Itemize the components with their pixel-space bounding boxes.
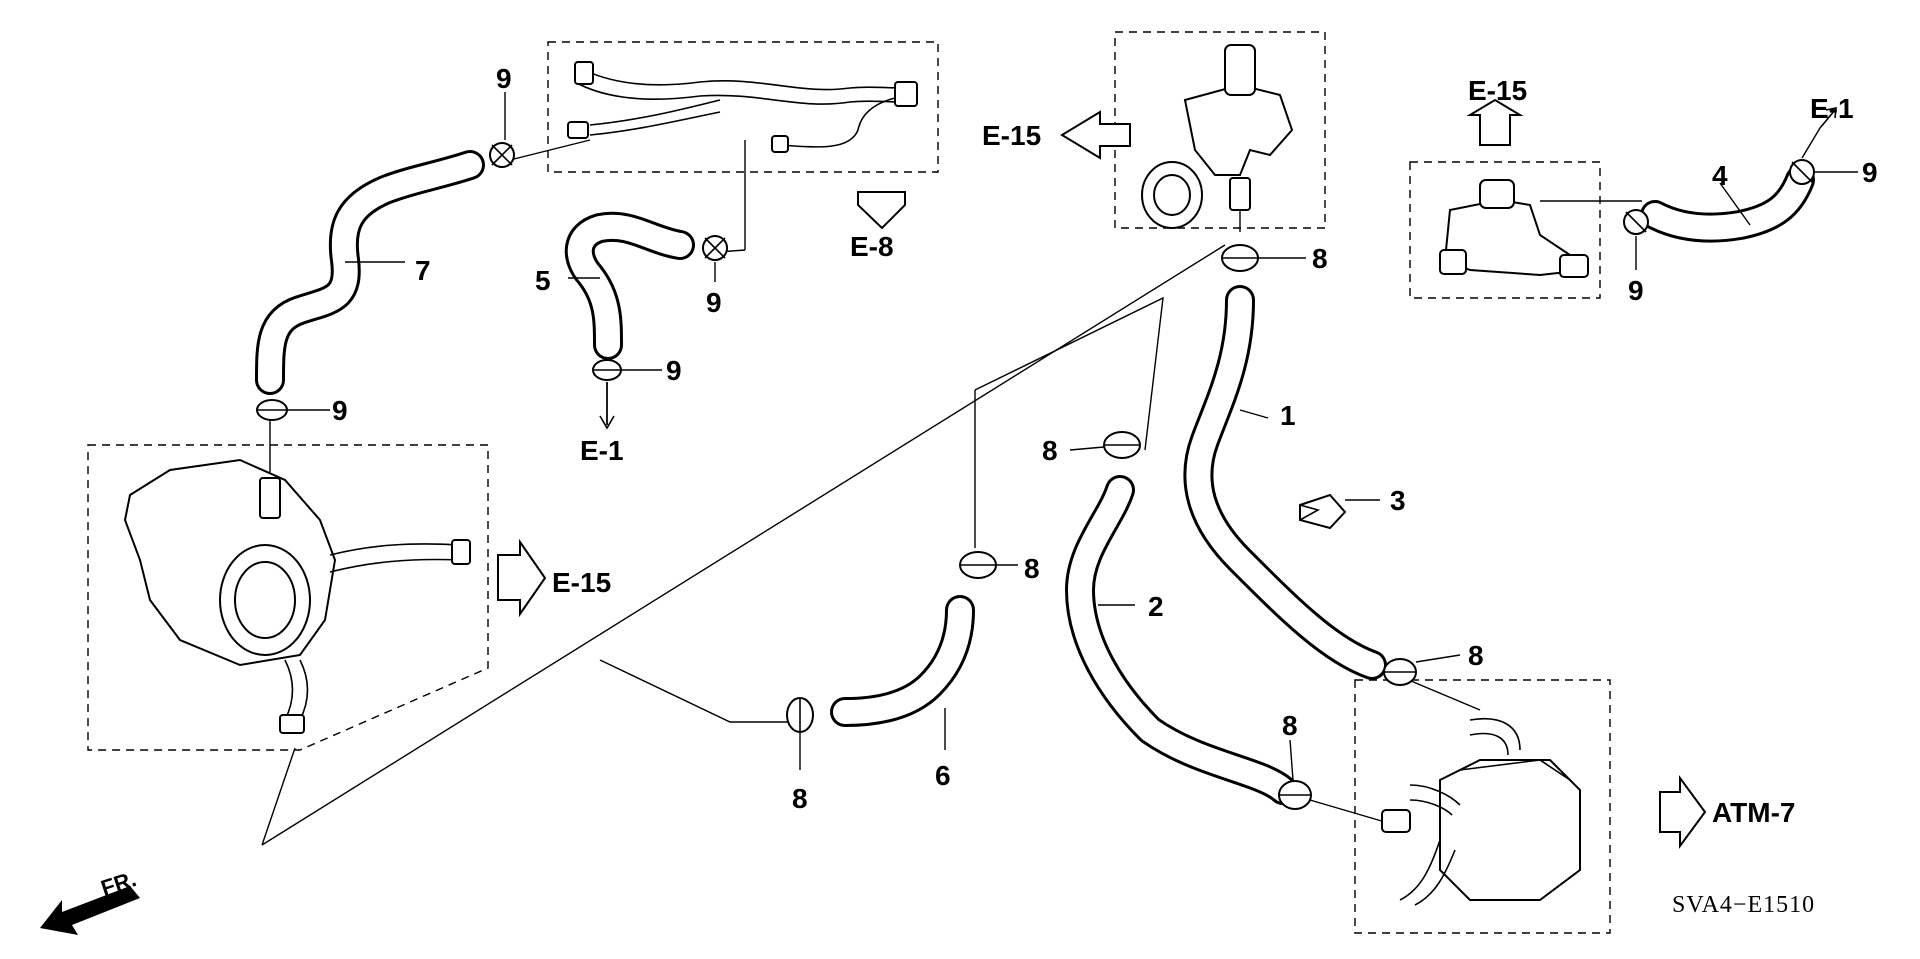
arrow-e15-left	[497, 538, 547, 618]
callout-7: 7	[415, 255, 431, 286]
ref-e15-right: E-15	[1468, 75, 1527, 106]
ref-e15-left: E-15	[552, 567, 611, 598]
hose-6	[830, 595, 975, 727]
ref-e8: E-8	[850, 231, 894, 262]
pipe-assembly-box	[547, 41, 939, 173]
hose-2	[1065, 475, 1298, 805]
ref-e15-top: E-15	[982, 120, 1041, 151]
clip-9-f	[1789, 159, 1815, 185]
arrow-front	[40, 886, 140, 935]
arrow-e15-top	[1060, 110, 1131, 160]
callout-9-b: 9	[706, 287, 722, 318]
clip-8-d	[786, 697, 814, 733]
callout-1: 1	[1280, 400, 1296, 431]
water-outlet-box	[1114, 31, 1326, 229]
clip-9-c	[592, 359, 622, 381]
callout-numbers: 1 2 3 4 5 6 7 8 8 8 8 8 8 9 9 9 9 9 9	[332, 63, 1878, 814]
arrow-e1-right	[1819, 107, 1837, 129]
clip-8-f	[1278, 780, 1312, 810]
clips	[256, 142, 1815, 810]
hose-7	[255, 150, 485, 395]
clip-9-d	[256, 399, 288, 421]
callout-9-c: 9	[666, 355, 682, 386]
atf-cooler	[1381, 718, 1581, 906]
callout-8-d: 8	[792, 783, 808, 814]
hose-4	[1640, 165, 1815, 243]
callout-9-f: 9	[1862, 157, 1878, 188]
arrow-e8	[857, 191, 906, 230]
callout-8-f: 8	[1282, 710, 1298, 741]
bypass-joint-box	[1409, 161, 1601, 299]
hose-5	[564, 211, 695, 360]
callout-8-a: 8	[1312, 243, 1328, 274]
thermostat-housing	[123, 458, 471, 734]
part-code: SVA4−E1510	[1672, 892, 1815, 918]
bypass-joint	[1439, 179, 1589, 278]
ref-e1-right: E-1	[1810, 93, 1854, 124]
clip-8-b	[1103, 431, 1141, 459]
callout-2: 2	[1148, 591, 1164, 622]
callout-9-a: 9	[496, 63, 512, 94]
callout-9-e: 9	[1628, 275, 1644, 306]
assembly-boxes	[87, 31, 1611, 934]
reference-labels: E-15 E-15 E-8 E-1 E-1 E-15 ATM-7	[552, 75, 1854, 828]
callout-8-e: 8	[1468, 640, 1484, 671]
callout-9-d: 9	[332, 395, 348, 426]
arrow-e1-mid	[599, 382, 615, 430]
ref-atm7: ATM-7	[1712, 797, 1795, 828]
callout-4: 4	[1712, 160, 1728, 191]
callout-leaders	[287, 92, 1858, 781]
callout-8-c: 8	[1024, 553, 1040, 584]
clip-9-a	[489, 142, 515, 168]
callout-3: 3	[1390, 485, 1406, 516]
water-pipe-assembly	[567, 61, 918, 153]
clip-8-a	[1221, 244, 1259, 272]
clip-8-e	[1383, 658, 1417, 686]
clip-8-c	[959, 551, 997, 579]
leader-lines	[261, 139, 1642, 846]
hose-clamp-3	[1299, 493, 1347, 530]
ref-e1-mid: E-1	[580, 435, 624, 466]
arrow-atm7	[1659, 774, 1707, 850]
hose-1	[1183, 285, 1387, 680]
water-outlet	[1141, 44, 1294, 229]
clip-9-e	[1623, 209, 1649, 235]
clip-9-b	[702, 235, 728, 261]
callout-6: 6	[935, 760, 951, 791]
callout-8-b: 8	[1042, 435, 1058, 466]
arrow-e15-right	[1466, 98, 1524, 146]
reference-arrows	[40, 98, 1837, 935]
atf-cooler-box	[1354, 679, 1611, 934]
callout-5: 5	[535, 265, 551, 296]
